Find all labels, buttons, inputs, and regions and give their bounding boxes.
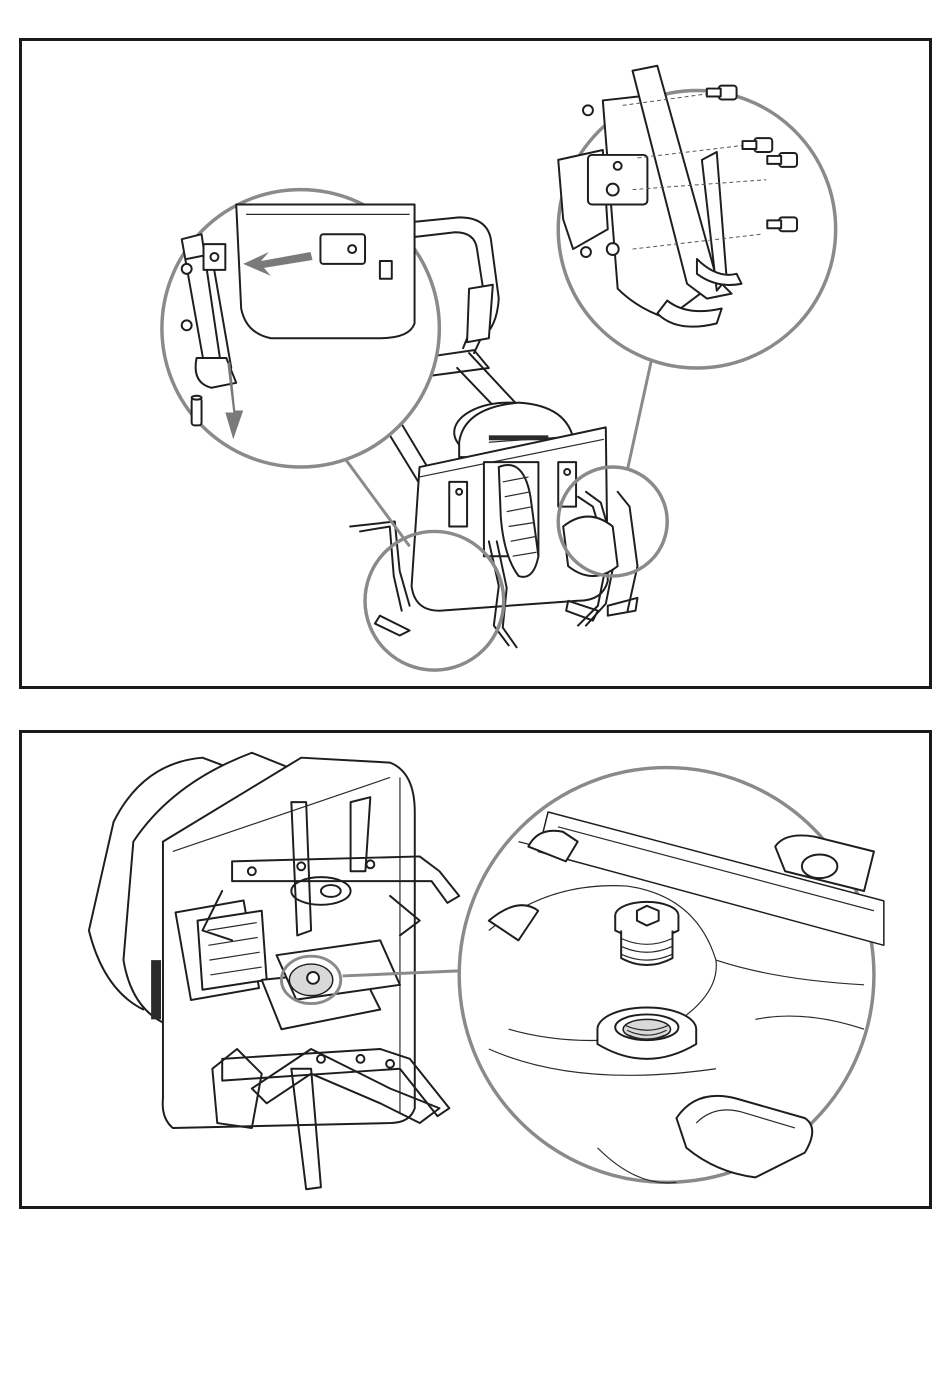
tiller-tine-assembly-diagram — [22, 41, 929, 686]
oil-plug-detail — [459, 768, 884, 1183]
top-assembly-panel — [19, 38, 932, 689]
tiller-underside-diagram — [22, 733, 929, 1206]
drain-hole-icon — [597, 1008, 696, 1059]
oil-plug-icon — [615, 902, 678, 965]
leader-line — [340, 452, 409, 546]
bottom-assembly-panel — [19, 730, 932, 1209]
bolt-assembly-detail — [558, 66, 835, 368]
arm-release-detail — [162, 190, 439, 467]
